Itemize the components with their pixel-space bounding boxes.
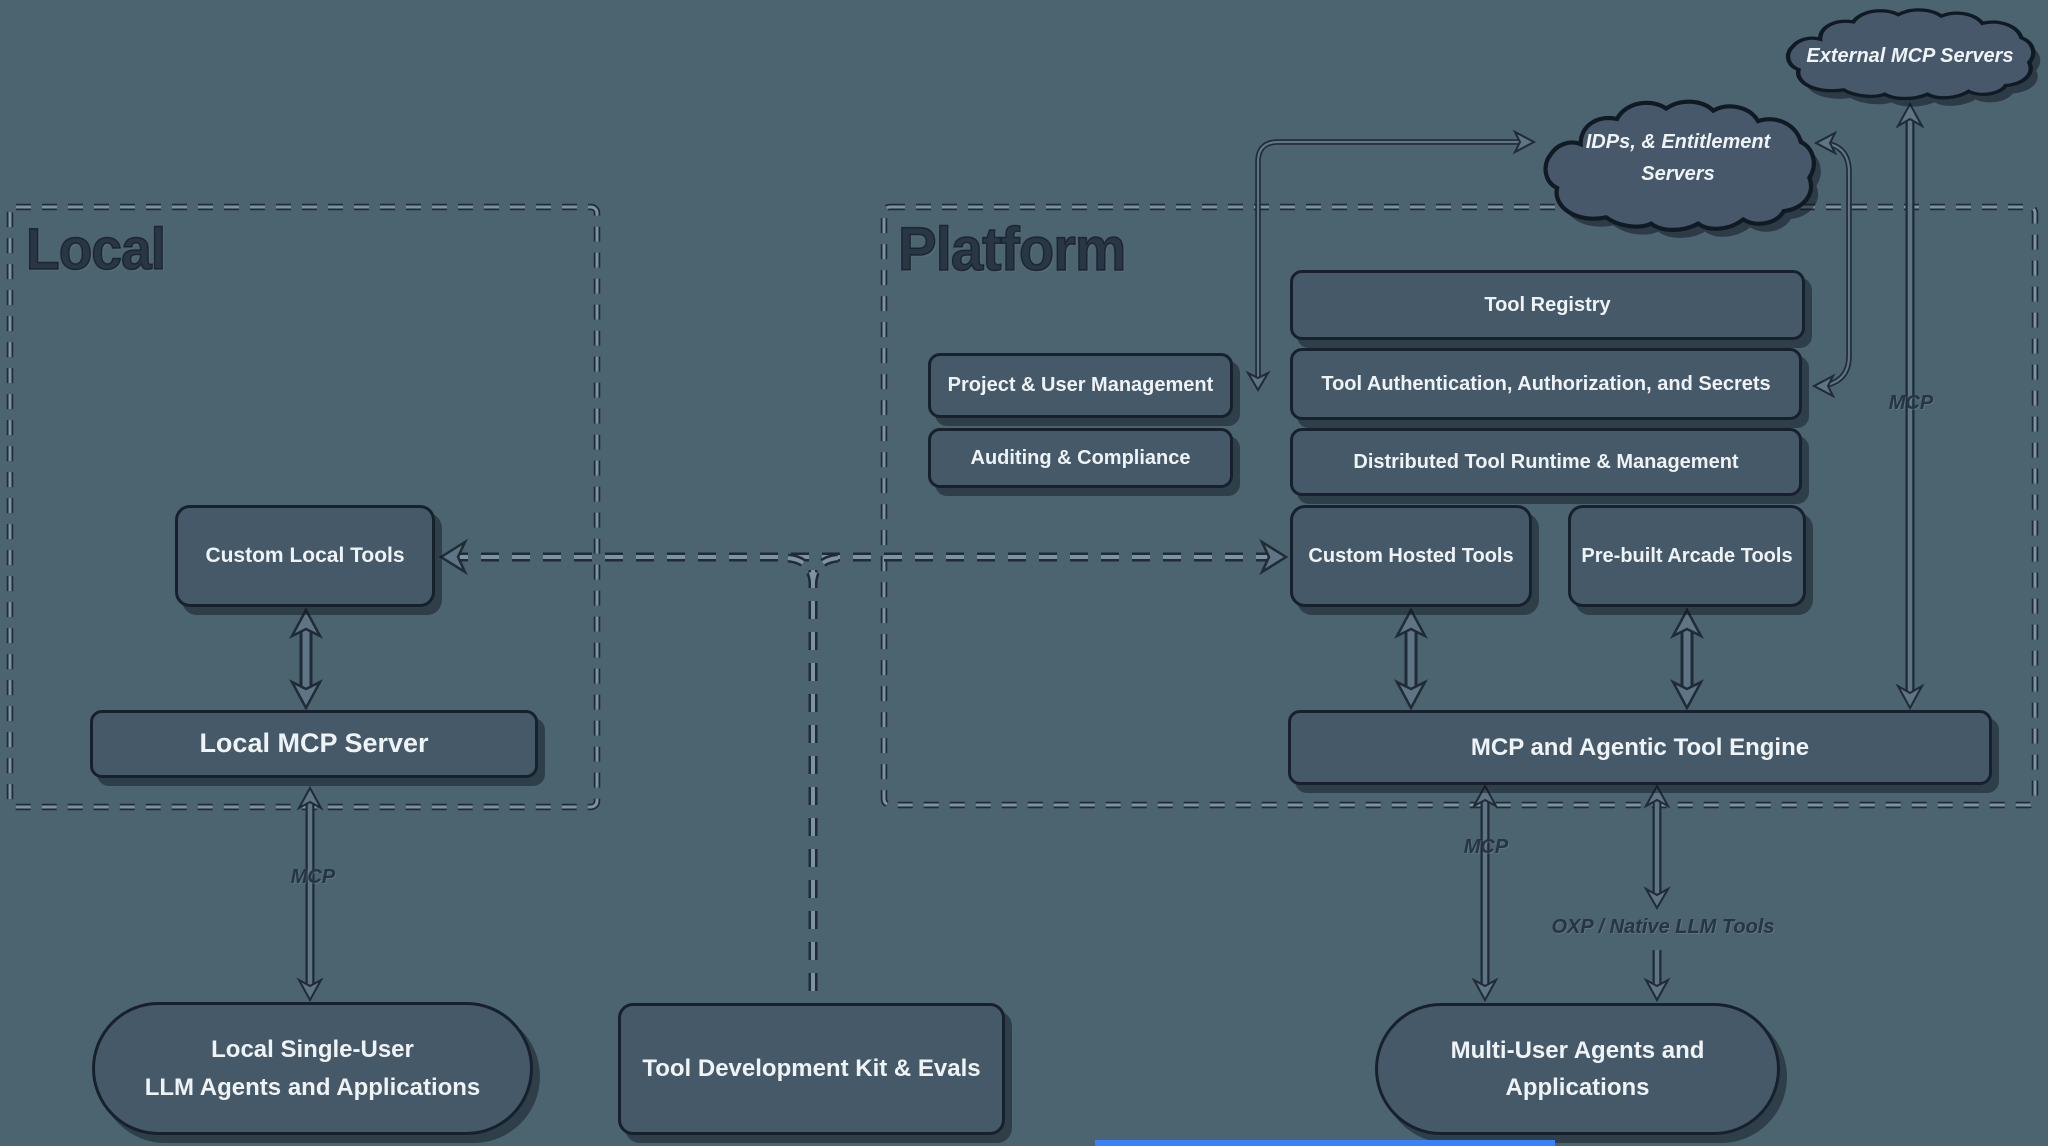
tool-auth-label: Tool Authentication, Authorization, and …	[1321, 372, 1771, 395]
auditing-compliance-box: Auditing & Compliance	[928, 428, 1233, 488]
auditing-compliance-label: Auditing & Compliance	[970, 446, 1191, 469]
local-single-user-line2: LLM Agents and Applications	[144, 1073, 481, 1101]
dashed-tdk-branch-line	[787, 553, 839, 1001]
idps-cloud-label-line1: IDPs, & Entitlement	[1585, 131, 1771, 153]
local-container-border	[6, 203, 601, 811]
arrow-engine-agents-mcp	[1471, 783, 1499, 1003]
multi-user-agents-line1: Multi-User Agents and	[1450, 1036, 1705, 1064]
tool-auth-box: Tool Authentication, Authorization, and …	[1290, 348, 1802, 420]
custom-local-tools-label: Custom Local Tools	[205, 543, 405, 567]
custom-local-tools-box: Custom Local Tools	[175, 505, 435, 607]
mcp-edge-label-engine: MCP	[1463, 836, 1509, 858]
tool-dev-kit-label: Tool Development Kit & Evals	[642, 1055, 981, 1082]
idps-cloud-label: IDPs, & Entitlement Servers	[1552, 126, 1804, 190]
local-single-user-line1: Local Single-User	[211, 1036, 414, 1064]
project-user-management-box: Project & User Management	[928, 353, 1233, 418]
oxp-edge-label: OXP / Native LLM Tools	[1551, 916, 1775, 938]
mcp-edge-label-external: MCP	[1888, 392, 1934, 414]
tool-dev-kit-box: Tool Development Kit & Evals	[618, 1003, 1005, 1135]
local-section-title: Local	[25, 216, 167, 283]
prebuilt-arcade-tools-label: Pre-built Arcade Tools	[1581, 544, 1793, 567]
idps-cloud	[1543, 99, 1821, 238]
multi-user-agents-box: Multi-User Agents and Applications	[1375, 1003, 1780, 1135]
custom-hosted-tools-box: Custom Hosted Tools	[1290, 505, 1532, 607]
external-mcp-cloud-label: External MCP Servers	[1806, 45, 2014, 67]
multi-user-agents-line2: Applications	[1505, 1074, 1650, 1101]
arrow-hosted-engine	[1394, 607, 1428, 711]
local-mcp-server-box: Local MCP Server	[90, 710, 538, 778]
prebuilt-arcade-tools-box: Pre-built Arcade Tools	[1568, 505, 1806, 607]
idps-cloud-label-line2: Servers	[1641, 163, 1715, 185]
arrow-project-idps	[1245, 129, 1537, 392]
tool-registry-box: Tool Registry	[1290, 270, 1805, 340]
mcp-agentic-engine-label: MCP and Agentic Tool Engine	[1470, 733, 1810, 761]
arrow-engine-agents-oxp	[1643, 783, 1671, 1003]
distributed-runtime-box: Distributed Tool Runtime & Management	[1290, 428, 1802, 496]
arrow-customlocal-localmcp	[289, 607, 323, 711]
custom-hosted-tools-label: Custom Hosted Tools	[1308, 544, 1514, 567]
mcp-agentic-engine-box: MCP and Agentic Tool Engine	[1288, 710, 1992, 785]
platform-container-border	[880, 203, 2039, 809]
arrow-prebuilt-engine	[1670, 607, 1704, 711]
arrow-external-engine	[1895, 101, 1925, 711]
external-mcp-cloud	[1785, 8, 2041, 107]
dashed-tools-sync-arrow	[438, 538, 1289, 576]
local-mcp-server-label: Local MCP Server	[199, 728, 429, 759]
project-user-management-label: Project & User Management	[947, 374, 1214, 396]
tool-registry-label: Tool Registry	[1484, 293, 1611, 316]
arrow-idps-toolauth	[1811, 130, 1852, 399]
bottom-blue-strip	[1095, 1140, 1555, 1146]
arrow-localmcp-agents	[296, 785, 324, 1003]
distributed-runtime-label: Distributed Tool Runtime & Management	[1353, 450, 1739, 473]
platform-section-title: Platform	[897, 214, 1127, 284]
mcp-edge-label-local: MCP	[290, 866, 336, 888]
local-single-user-agents-box: Local Single-User LLM Agents and Applica…	[92, 1002, 533, 1135]
